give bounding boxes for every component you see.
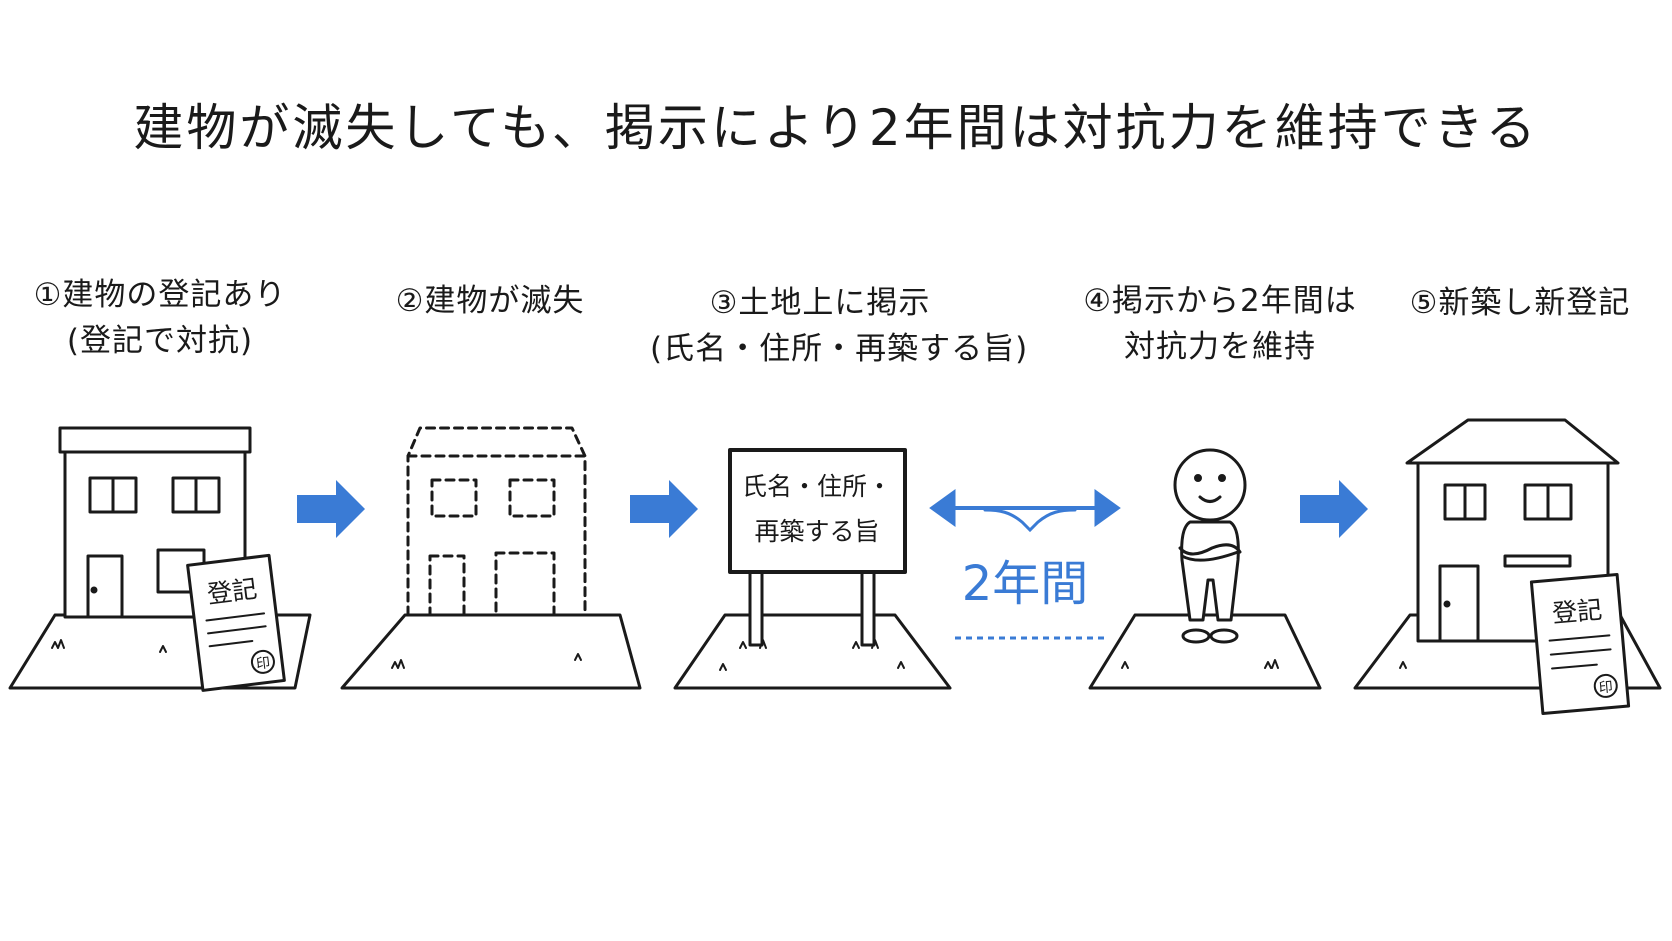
step-5-new-house-illustration: 登記 印: [1353, 418, 1662, 715]
step-3-line1: ③土地上に掲示: [709, 285, 931, 321]
period-brace: [983, 508, 1077, 533]
step-3-label: ③土地上に掲示 (氏名・住所・再築する旨): [650, 280, 1029, 372]
step-5-line1: ⑤新築し新登記: [1409, 285, 1631, 321]
arrow-right-icon: [1300, 480, 1368, 538]
page-title: 建物が滅失しても、掲示により2年間は対抗力を維持できる: [133, 99, 1539, 157]
house-door: [86, 554, 124, 619]
dashed-building-outline: [406, 426, 587, 617]
seal-stamp-icon: [250, 649, 275, 674]
double-arrow-icon: [929, 489, 1121, 527]
signboard-post: [748, 568, 764, 647]
person-crossed-arms: [1178, 543, 1242, 556]
step-4-line2: 対抗力を維持: [1124, 329, 1316, 365]
ground-plot: [673, 613, 952, 690]
signboard-panel: [728, 448, 907, 574]
step-4-label: ④掲示から2年間は 対抗力を維持: [1060, 278, 1380, 370]
new-registry-doc-heading: 登記: [1551, 595, 1603, 628]
registry-doc-heading: 登記: [206, 574, 259, 609]
person-head: [1173, 448, 1247, 522]
step-1-line2: (登記で対抗): [66, 323, 254, 359]
ground-plot: [340, 613, 642, 690]
step-3-signboard-illustration: 氏名・住所・ 再築する旨: [673, 448, 952, 690]
house-awning: [1503, 554, 1572, 568]
house-door: [1438, 564, 1480, 643]
step-1-house-illustration: 登記 印: [8, 426, 312, 692]
house-roof: [58, 426, 252, 454]
period-label: 2年間: [962, 556, 1089, 612]
step-2-lost-building-illustration: [340, 426, 642, 690]
new-registry-doc-stamp: 印: [1598, 679, 1613, 696]
step-4-line1: ④掲示から2年間は: [1083, 283, 1357, 319]
new-registry-document: 登記 印: [1529, 573, 1631, 715]
arrow-right-icon: [630, 480, 698, 538]
seal-stamp-icon: [1593, 673, 1618, 698]
step-1-line1: ①建物の登記あり: [33, 277, 287, 313]
signboard-line2: 再築する旨: [754, 517, 879, 546]
ground-plot: [1088, 613, 1322, 690]
step-4-person-illustration: [1088, 448, 1322, 690]
signboard-line1: 氏名・住所・: [742, 472, 892, 501]
house-roof: [1405, 418, 1620, 465]
signboard-post: [860, 568, 876, 647]
arrow-right-icon: [297, 480, 365, 538]
step-5-label: ⑤新築し新登記: [1380, 280, 1660, 326]
registry-document: 登記 印: [186, 553, 286, 692]
two-year-period-indicator: 2年間: [929, 489, 1121, 640]
step-2-label: ②建物が滅失: [340, 278, 640, 324]
person-body: [1180, 520, 1240, 622]
registry-doc-stamp: 印: [255, 655, 271, 673]
step-2-line1: ②建物が滅失: [395, 283, 585, 319]
step-1-label: ①建物の登記あり (登記で対抗): [10, 272, 310, 364]
step-3-line2: (氏名・住所・再築する旨): [650, 331, 1029, 367]
